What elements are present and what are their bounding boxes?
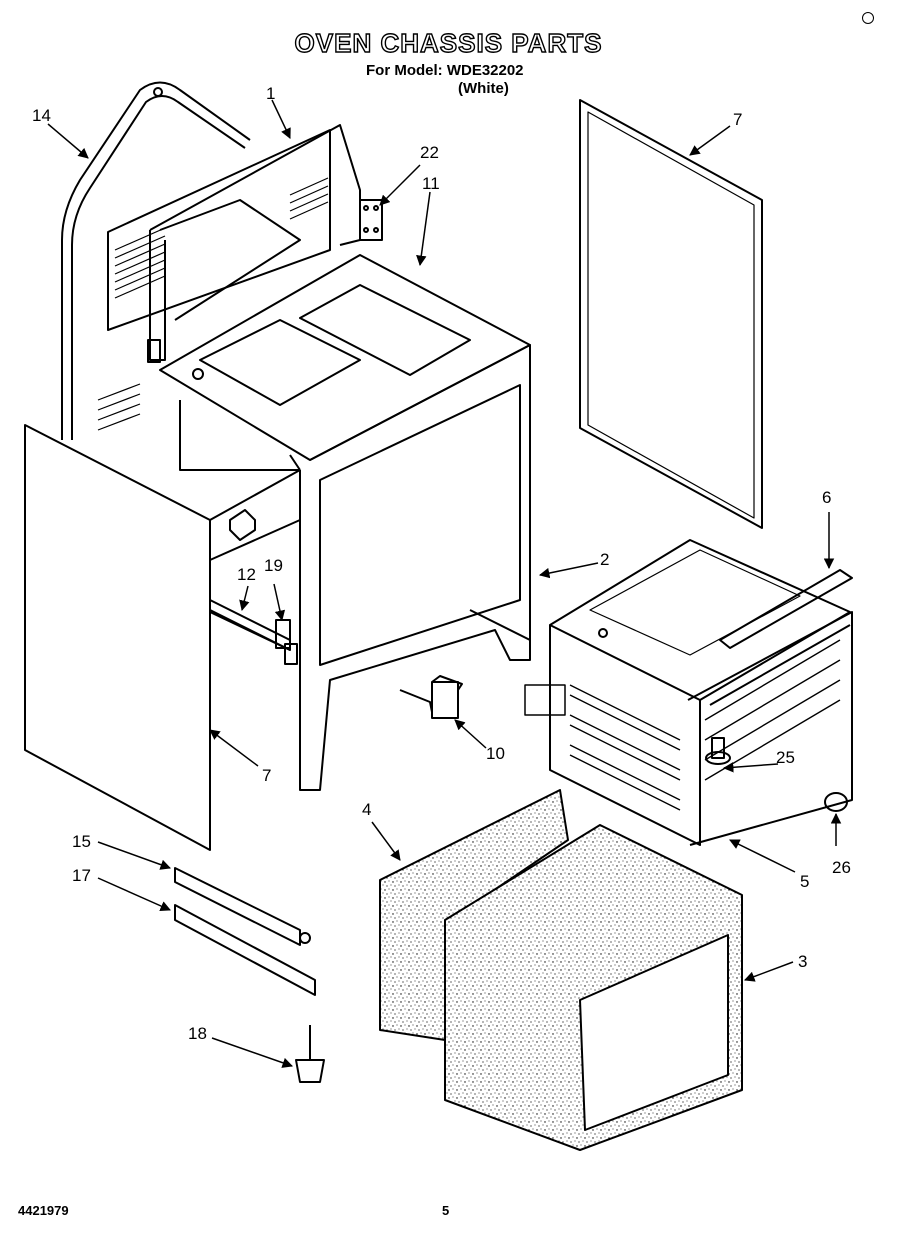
part-22-hinge	[359, 199, 383, 241]
callout-19: 19	[264, 556, 283, 575]
callout-7-top: 7	[733, 110, 743, 129]
part-17-rail	[174, 904, 316, 996]
callout-18: 18	[188, 1024, 207, 1043]
page-number: 5	[442, 1203, 450, 1218]
callout-5: 5	[800, 872, 810, 891]
part-11-cooktop-frame	[159, 254, 531, 461]
callout-4: 4	[362, 800, 372, 819]
callout-3: 3	[798, 952, 808, 971]
part-7-side-panel-right	[579, 99, 763, 529]
part-26-knob	[824, 792, 848, 812]
registration-circle	[862, 12, 874, 24]
callout-2: 2	[600, 550, 610, 569]
callout-22: 22	[420, 143, 439, 162]
callout-6: 6	[822, 488, 832, 507]
callout-1: 1	[266, 84, 276, 103]
rear-panel	[97, 129, 331, 431]
part-18-leg	[295, 1025, 325, 1083]
part-2-oven-frame	[179, 344, 531, 791]
part-7-side-panel-left	[24, 424, 211, 851]
callout-15: 15	[72, 832, 91, 851]
callout-14: 14	[32, 106, 51, 125]
model-line: For Model: WDE32202	[366, 62, 524, 79]
part-15-rail	[174, 867, 311, 946]
part-5-oven-cavity	[524, 539, 851, 846]
part-6-oven-rack	[687, 569, 853, 846]
callout-11: 11	[422, 174, 440, 193]
page-title: OVEN CHASSIS PARTS	[294, 27, 603, 58]
part-14-vent-trim	[61, 81, 251, 440]
part-19-bracket	[275, 619, 298, 665]
document-number: 4421979	[18, 1203, 69, 1218]
callout-25: 25	[776, 748, 795, 767]
callout-10: 10	[486, 744, 505, 763]
callout-12: 12	[237, 565, 256, 584]
callout-17: 17	[72, 866, 91, 885]
part-10-sensor	[399, 675, 463, 719]
part-12-bracket	[209, 599, 291, 651]
part-1-top-brace	[147, 124, 361, 363]
color-line: (White)	[458, 80, 509, 97]
callout-7-left: 7	[262, 766, 272, 785]
callout-26: 26	[832, 858, 851, 877]
